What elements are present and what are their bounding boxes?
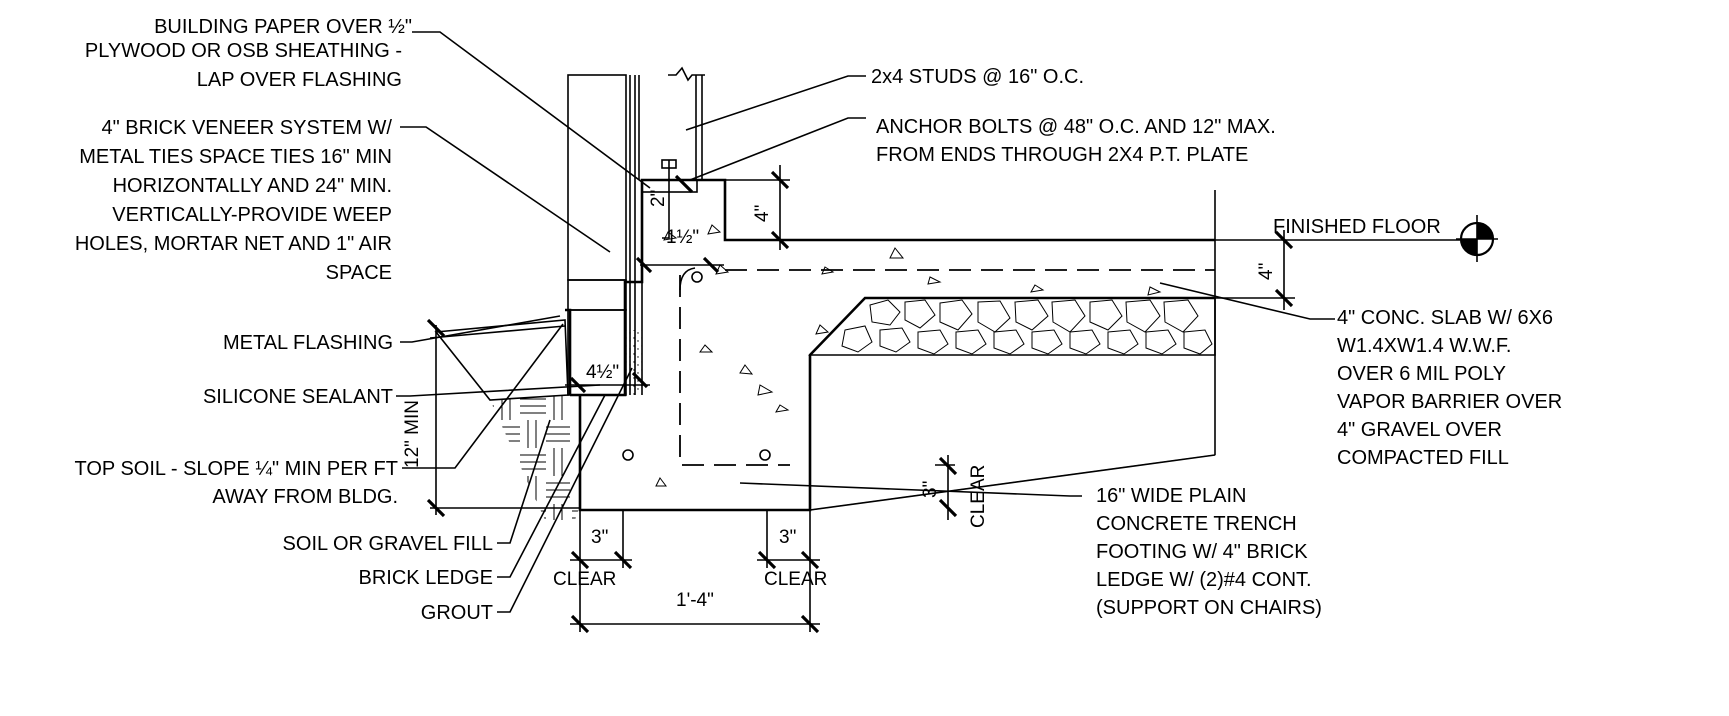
callout-brick-veneer: 4" BRICK VENEER SYSTEM W/ METAL TIES SPA…	[75, 117, 393, 284]
slab-line-6: COMPACTED FILL	[1337, 447, 1509, 469]
dim-three-left: 3"	[591, 527, 608, 548]
footing-line-4: LEDGE W/ (2)#4 CONT.	[1096, 569, 1312, 591]
dim-four-in-stem: 4"	[752, 205, 773, 222]
leader-lines	[396, 31, 1335, 613]
footing-line-5: (SUPPORT ON CHAIRS)	[1096, 597, 1322, 619]
dim-footing-width: 1'-4"	[676, 590, 714, 611]
dim-three-clear-v: 3"	[920, 481, 941, 498]
footing-line-3: FOOTING W/ 4" BRICK	[1096, 541, 1308, 563]
dimension-lines	[426, 165, 1460, 634]
dim-clear-right: CLEAR	[764, 569, 827, 590]
dim-twelve-min: 12" MIN	[402, 400, 423, 468]
building-paper-line-2: PLYWOOD OR OSB SHEATHING -	[85, 40, 402, 62]
dim-four-half-ledge: 4½"	[586, 362, 619, 383]
top-soil-line-1: TOP SOIL - SLOPE ¼" MIN PER FT	[75, 458, 398, 480]
slab-line-5: 4" GRAVEL OVER	[1337, 419, 1502, 441]
brick-veneer-line-4: VERTICALLY-PROVIDE WEEP	[112, 204, 392, 226]
footing-concrete	[565, 159, 1216, 512]
dim-one-half-stem: 1½"	[666, 227, 699, 248]
slab-line-2: W1.4XW1.4 W.W.F.	[1337, 335, 1511, 357]
dim-three-right: 3"	[779, 527, 796, 548]
dim-clear-left: CLEAR	[553, 569, 616, 590]
soil-gravel-fill-label: SOIL OR GRAVEL FILL	[283, 533, 493, 555]
grout-label: GROUT	[421, 602, 493, 624]
gravel-stones	[841, 299, 1213, 355]
brick-veneer-line-3: HORIZONTALLY AND 24" MIN.	[113, 175, 392, 197]
callout-anchor-bolts: ANCHOR BOLTS @ 48" O.C. AND 12" MAX. FRO…	[876, 116, 1276, 166]
callout-top-soil: TOP SOIL - SLOPE ¼" MIN PER FT AWAY FROM…	[75, 458, 398, 508]
footing-line-2: CONCRETE TRENCH	[1096, 513, 1297, 535]
footing-line-1: 16" WIDE PLAIN	[1096, 485, 1246, 507]
dim-four-in-slab: 4"	[1256, 263, 1277, 280]
building-paper-line-3: LAP OVER FLASHING	[197, 69, 402, 91]
top-soil-line-2: AWAY FROM BLDG.	[212, 486, 398, 508]
brick-veneer-line-6: SPACE	[326, 262, 392, 284]
dim-clear-v: CLEAR	[968, 465, 989, 528]
finished-floor-marker-icon	[1456, 215, 1498, 262]
slab-line-1: 4" CONC. SLAB W/ 6X6	[1337, 307, 1553, 329]
dim-two-in: 2"	[648, 190, 669, 207]
brick-ledge-label: BRICK LEDGE	[359, 567, 493, 589]
brick-veneer-line-2: METAL TIES SPACE TIES 16" MIN	[79, 146, 392, 168]
metal-flashing-label: METAL FLASHING	[223, 332, 393, 354]
callout-slab: 4" CONC. SLAB W/ 6X6 W1.4XW1.4 W.W.F. OV…	[1337, 307, 1562, 469]
anchor-bolts-line-2: FROM ENDS THROUGH 2X4 P.T. PLATE	[876, 144, 1248, 166]
finished-floor-label: FINISHED FLOOR	[1273, 216, 1441, 238]
brick-veneer-line-5: HOLES, MORTAR NET AND 1" AIR	[75, 233, 392, 255]
callout-building-paper: BUILDING PAPER OVER ½" PLYWOOD OR OSB SH…	[85, 16, 412, 91]
callout-footing: 16" WIDE PLAIN CONCRETE TRENCH FOOTING W…	[1096, 485, 1322, 619]
slab-line-3: OVER 6 MIL POLY	[1337, 363, 1506, 385]
building-paper-line-1: BUILDING PAPER OVER ½"	[154, 16, 412, 38]
brick-veneer-line-1: 4" BRICK VENEER SYSTEM W/	[102, 117, 393, 139]
slab-line-4: VAPOR BARRIER OVER	[1337, 391, 1562, 413]
studs-label: 2x4 STUDS @ 16" O.C.	[871, 66, 1084, 88]
anchor-bolts-line-1: ANCHOR BOLTS @ 48" O.C. AND 12" MAX.	[876, 116, 1276, 138]
silicone-sealant-label: SILICONE SEALANT	[203, 386, 393, 408]
